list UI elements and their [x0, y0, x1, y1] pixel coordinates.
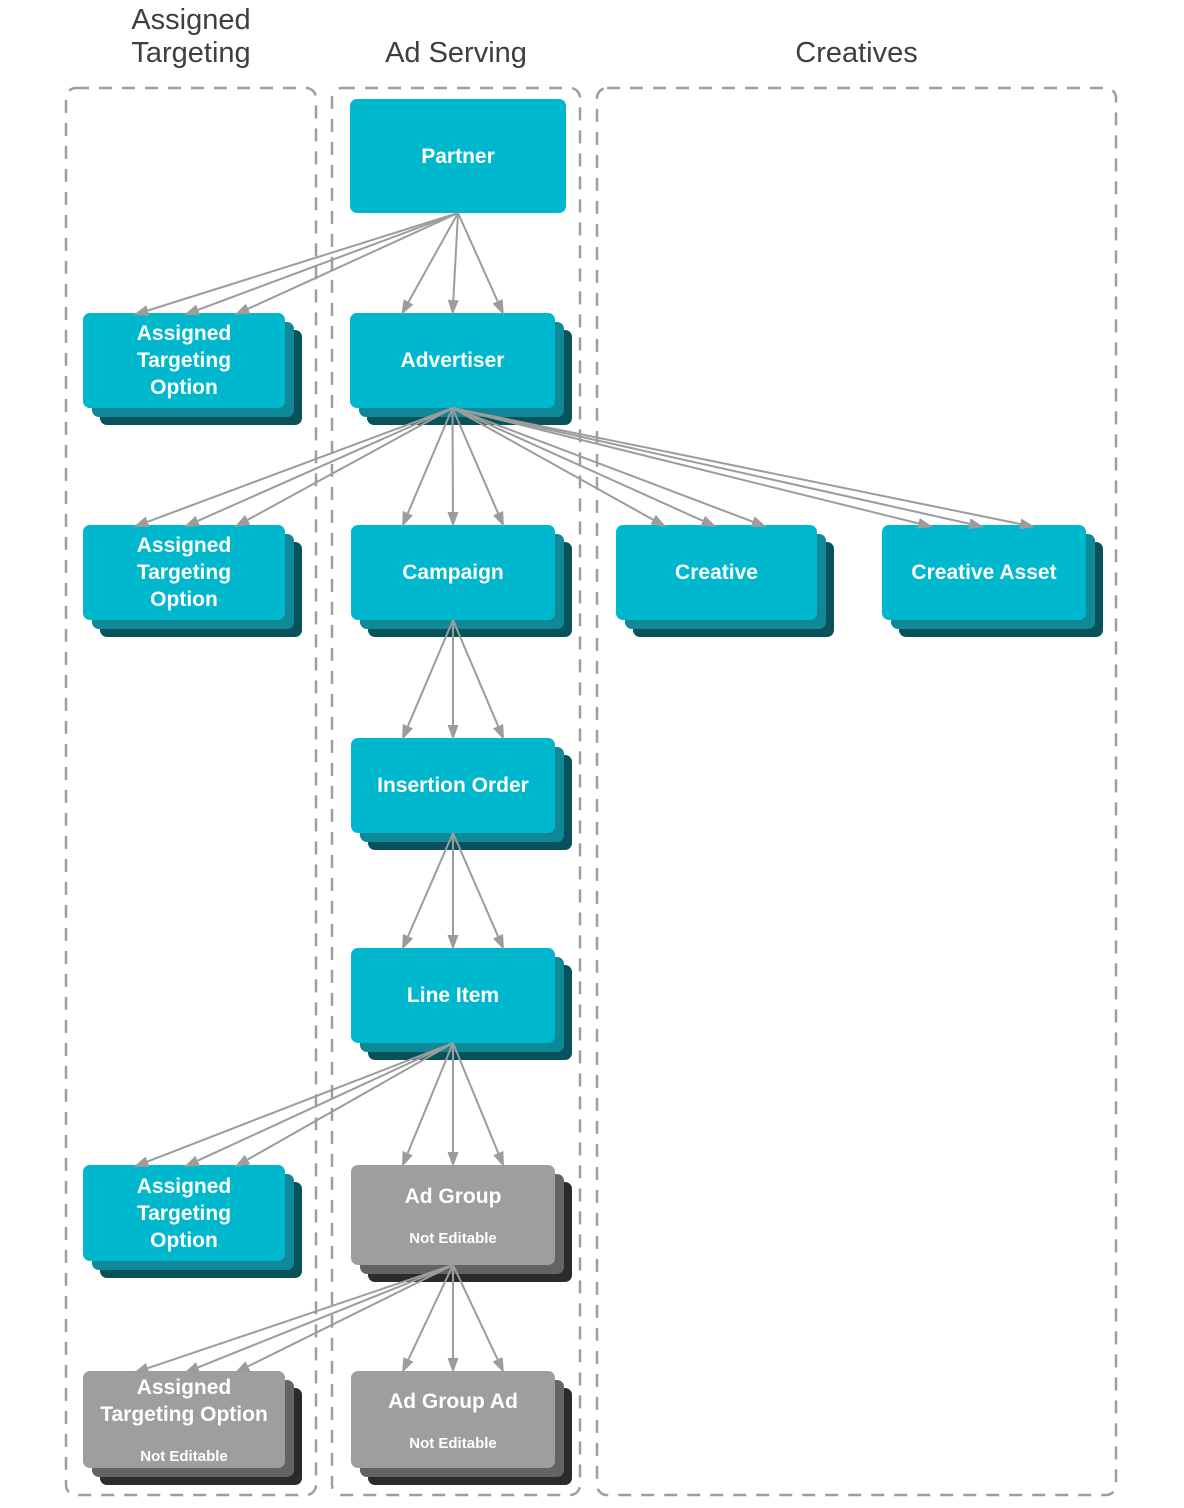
column-title-ad-serving: Ad Serving: [385, 37, 527, 69]
node-ad-group: Ad Group Not Editable: [351, 1165, 572, 1282]
node-face: Insertion Order: [351, 738, 555, 833]
node-line-item: Line Item: [351, 948, 572, 1060]
node-face: Assigned Targeting Option: [83, 1165, 285, 1261]
node-face: Assigned Targeting Option: [83, 313, 285, 408]
node-label: Ad Group Ad: [388, 1389, 518, 1413]
node-label: Ad Group: [404, 1185, 502, 1208]
column-ad-serving: Ad Serving: [332, 0, 580, 1495]
node-assigned-targeting-option-advertiser: Assigned Targeting Option: [83, 525, 302, 637]
node-face: Creative: [616, 525, 817, 620]
node-partner: Partner: [350, 99, 566, 213]
node-face: Partner: [350, 99, 566, 213]
node-advertiser: Advertiser: [350, 313, 572, 425]
node-assigned-targeting-option-partner: Assigned Targeting Option: [83, 313, 302, 425]
node-face: Assigned Targeting Option: [83, 525, 285, 620]
node-insertion-order: Insertion Order: [351, 738, 572, 850]
node-face: Line Item: [351, 948, 555, 1043]
node-label: Assigned Targeting Option: [100, 1376, 268, 1426]
column-assigned-targeting: Assigned Targeting: [66, 0, 316, 1495]
node-label: Assigned Targeting Option: [136, 534, 232, 611]
node-creative: Creative: [616, 525, 834, 637]
node-face: Advertiser: [350, 313, 555, 408]
node-face: Creative Asset: [882, 525, 1086, 620]
node-creative-asset: Creative Asset: [882, 525, 1103, 637]
node-face: Ad Group Not Editable: [351, 1165, 555, 1265]
node-label: Line Item: [406, 984, 500, 1007]
node-ad-group-ad: Ad Group Ad Not Editable: [351, 1371, 572, 1485]
node-label: Assigned Targeting Option: [136, 322, 232, 399]
node-campaign: Campaign: [351, 525, 572, 637]
node-label: Creative: [675, 561, 758, 584]
node-face: Ad Group Ad Not Editable: [351, 1371, 555, 1468]
node-label: Insertion Order: [377, 774, 529, 797]
node-label: Campaign: [402, 561, 504, 584]
node-label: Creative Asset: [911, 561, 1057, 584]
column-creatives: Creatives: [597, 0, 1116, 1495]
node-not-editable-badge: Not Editable: [409, 1230, 497, 1247]
node-assigned-targeting-option-ad-group: Assigned Targeting Option Not Editable: [83, 1371, 302, 1485]
node-face: Assigned Targeting Option Not Editable: [83, 1371, 285, 1468]
column-title-creatives: Creatives: [795, 37, 918, 69]
node-not-editable-badge: Not Editable: [140, 1448, 228, 1465]
column-title-assigned-targeting: Assigned Targeting: [131, 4, 251, 69]
node-label: Advertiser: [400, 349, 505, 372]
node-label: Assigned Targeting Option: [136, 1174, 232, 1252]
node-face: Campaign: [351, 525, 555, 620]
node-not-editable-badge: Not Editable: [409, 1434, 497, 1452]
node-label: Partner: [421, 144, 495, 168]
node-assigned-targeting-option-line-item: Assigned Targeting Option: [83, 1165, 302, 1278]
